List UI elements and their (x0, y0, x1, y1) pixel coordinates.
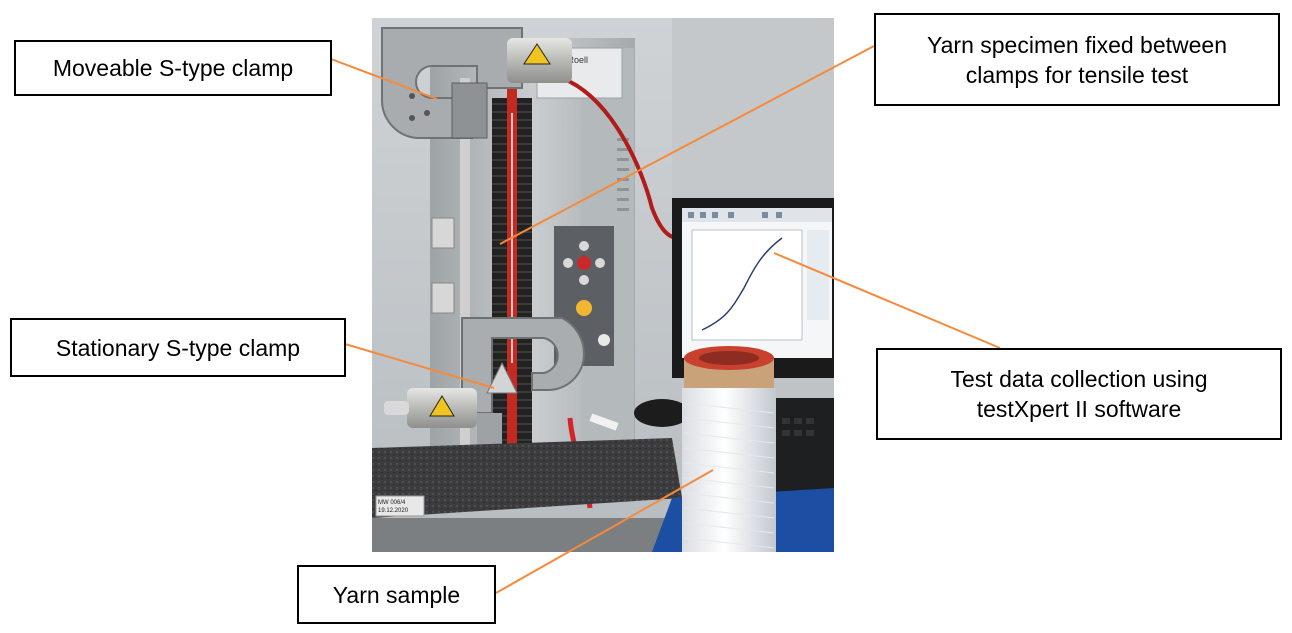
label-stationary-clamp-text: Stationary S-type clamp (55, 334, 301, 361)
leader-moveable-clamp (330, 58, 438, 100)
moveable-clamp-graphic (380, 27, 572, 139)
label-moveable-clamp: Moveable S-type clamp (14, 40, 332, 96)
leader-test-data (773, 252, 1001, 349)
leader-yarn-specimen (499, 45, 875, 245)
leader-yarn-sample (495, 469, 714, 594)
leader-stationary-clamp (344, 343, 495, 389)
label-yarn-specimen-text: Yarn specimen fixed between clamps for t… (926, 31, 1228, 88)
machine-plate-line1: MW 006/4 (378, 500, 406, 506)
label-stationary-clamp: Stationary S-type clamp (10, 318, 346, 377)
monitor-graphic (672, 198, 834, 398)
yarn-spool-graphic (682, 346, 776, 552)
label-moveable-clamp-text: Moveable S-type clamp (52, 55, 294, 81)
label-yarn-sample-text: Yarn sample (332, 581, 461, 608)
label-yarn-specimen: Yarn specimen fixed between clamps for t… (874, 13, 1280, 106)
label-yarn-sample: Yarn sample (297, 565, 496, 624)
machine-base (372, 438, 682, 518)
machine-plate-line2: 19.12.2020 (378, 508, 409, 514)
label-test-data: Test data collection using testXpert II … (876, 348, 1282, 440)
label-test-data-text: Test data collection using testXpert II … (950, 366, 1208, 422)
